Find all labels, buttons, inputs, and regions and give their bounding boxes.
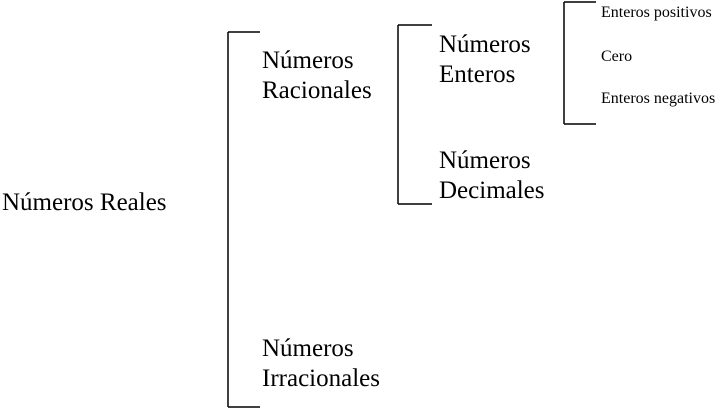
node-numeros-reales: Números Reales: [2, 188, 167, 218]
node-numeros-decimales: Números Decimales: [439, 146, 545, 206]
node-label-line2: Enteros: [439, 61, 516, 88]
node-label-line1: Números: [262, 47, 354, 74]
node-label-line1: Números: [439, 31, 531, 58]
node-label: Números Reales: [2, 189, 167, 216]
node-label: Enteros negativos: [601, 90, 716, 107]
node-label: Enteros positivos: [601, 4, 712, 21]
node-label-line1: Números: [262, 335, 354, 362]
node-numeros-enteros: Números Enteros: [439, 30, 531, 90]
node-label-line2: Racionales: [262, 77, 372, 104]
node-label-line2: Decimales: [439, 177, 545, 204]
node-label-line1: Números: [439, 147, 531, 174]
node-enteros-positivos: Enteros positivos: [601, 3, 712, 22]
node-label: Cero: [601, 48, 633, 65]
node-label-line2: Irracionales: [262, 365, 380, 392]
node-cero: Cero: [601, 47, 632, 66]
node-enteros-negativos: Enteros negativos: [601, 89, 715, 108]
node-numeros-irracionales: Números Irracionales: [262, 334, 380, 394]
node-numeros-racionales: Números Racionales: [262, 46, 372, 106]
